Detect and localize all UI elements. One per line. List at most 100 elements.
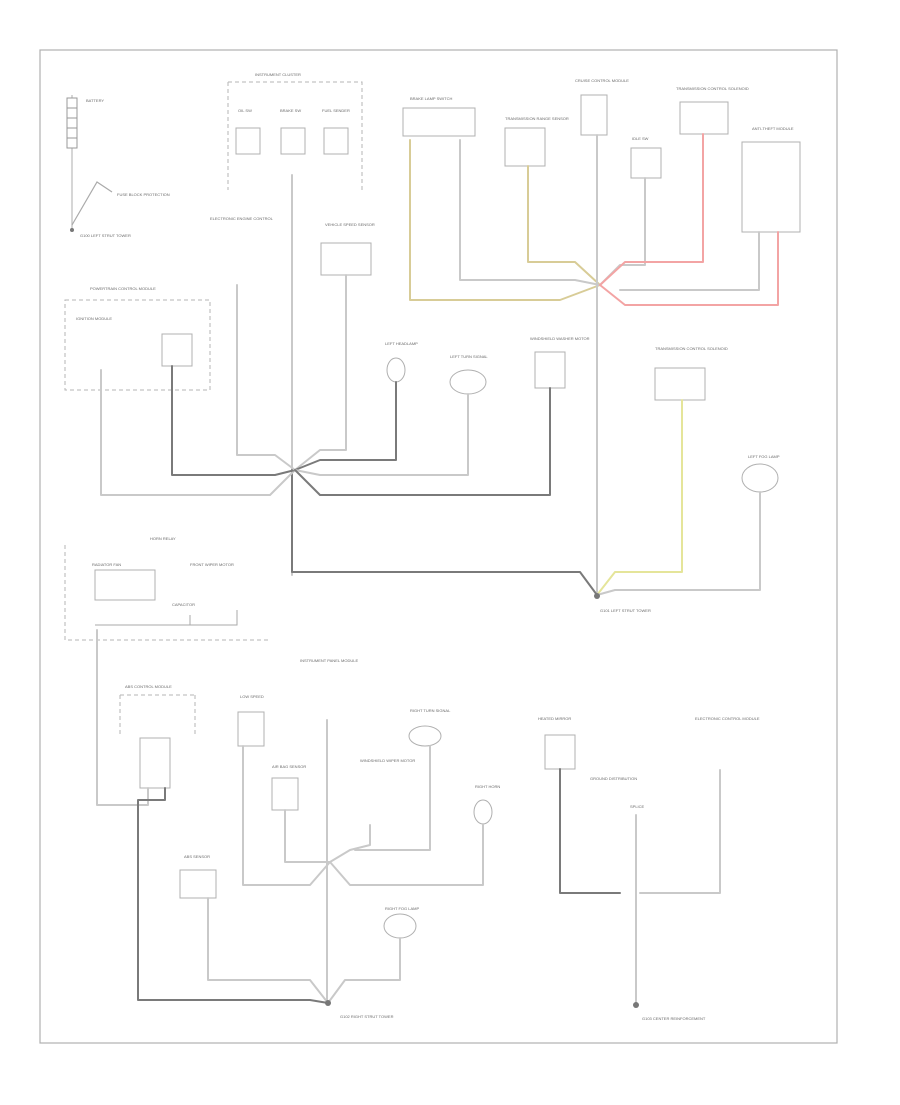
trans-control-label: TRANSMISSION CONTROL SOLENOID — [676, 86, 749, 91]
ground-label-g103: G103 CENTER REINFORCEMENT — [642, 1016, 706, 1021]
wire-yel-1 — [596, 399, 683, 596]
oil-sw-box — [235, 127, 261, 155]
wire-dk-br1 — [559, 768, 621, 894]
horn-relay-outline — [64, 545, 270, 641]
wire-dk-l7 — [294, 387, 551, 496]
cruise-module-label: CRUISE CONTROL MODULE — [575, 78, 629, 83]
ignition-module-label: IGNITION MODULE — [76, 316, 112, 321]
abs-module-outline — [119, 694, 196, 735]
battery-note: FUSE BLOCK PROTECTION — [117, 192, 170, 197]
front-wiper-label: FRONT WIPER MOTOR — [190, 562, 234, 567]
wire-tan-1 — [409, 139, 601, 301]
wire-dk-l2 — [171, 365, 296, 476]
trans-solenoid-box — [654, 367, 706, 401]
instrument-cluster-label: INSTRUMENT CLUSTER — [255, 72, 301, 77]
windshield-washer-box — [534, 351, 566, 389]
top-right-group: BRAKE LAMP SWITCH TRANSMISSION RANGE SEN… — [402, 78, 801, 233]
right-horn-icon — [473, 799, 493, 825]
fuel-sender-box — [323, 127, 349, 155]
left-headlamp-label: LEFT HEADLAMP — [385, 341, 418, 346]
trans-range-label: TRANSMISSION RANGE SENSOR — [505, 116, 569, 121]
left-fog-icon — [741, 463, 779, 493]
powertrain-module-label: POWERTRAIN CONTROL MODULE — [90, 286, 156, 291]
fuel-sender-label: FUEL SENDER — [322, 108, 350, 113]
horn-relay-group: HORN RELAY RADIATOR FAN FRONT WIPER MOTO… — [64, 536, 270, 641]
ground-icon-g102 — [325, 1000, 331, 1006]
instrument-cluster-outline — [227, 81, 363, 190]
low-speed-box — [237, 711, 265, 747]
instrument-cluster-group: INSTRUMENT CLUSTER OIL SW BRAKE SW FUEL … — [227, 72, 363, 190]
brake-sw-label: BRAKE SW — [280, 108, 301, 113]
wire-blk-b4 — [284, 809, 331, 863]
windshield-wiper-label: WINDSHIELD WIPER MOTOR — [360, 758, 415, 763]
instrument-panel-label: INSTRUMENT PANEL MODULE — [300, 658, 358, 663]
ground-icon-g103 — [633, 1002, 639, 1008]
wire-blk-l3 — [236, 284, 296, 471]
wire-blk-b5 — [329, 824, 371, 863]
right-turn-icon — [408, 725, 442, 747]
abs-sensor-box — [179, 869, 217, 899]
battery-strap — [71, 181, 113, 226]
ground-label-g102: G102 RIGHT STRUT TOWER — [340, 1014, 394, 1019]
horn-relay-bus — [95, 610, 238, 626]
wire-blk-b1 — [96, 629, 149, 806]
wire-blk-br2 — [639, 769, 721, 894]
low-speed-label: LOW SPEED — [240, 694, 264, 699]
ground-icon — [70, 228, 74, 232]
wire-dk-l5 — [294, 381, 397, 471]
ground-label-g101: G101 LEFT STRUT TOWER — [600, 608, 651, 613]
powertrain-module-group: POWERTRAIN CONTROL MODULE IGNITION MODUL… — [64, 286, 211, 391]
heated-mirror-label: HEATED MIRROR — [538, 716, 571, 721]
brake-lamp-sw-box — [402, 107, 476, 137]
ground-label-g100: G100 LEFT STRUT TOWER — [80, 233, 131, 238]
ignition-module-box — [161, 333, 193, 367]
vehicle-speed-box — [320, 242, 372, 276]
wire-blk-l4 — [294, 274, 347, 471]
air-bag-sensor-box — [271, 777, 299, 811]
horn-relay-label: HORN RELAY — [150, 536, 176, 541]
left-turn-icon — [449, 369, 487, 395]
electrical-ctrl-label: ELECTRONIC CONTROL MODULE — [695, 716, 760, 721]
wire-blk-b7 — [354, 745, 431, 851]
vehicle-speed-label: VEHICLE SPEED SENSOR — [325, 222, 375, 227]
wire-blk-b3 — [242, 745, 331, 886]
wire-blk-b9 — [327, 937, 401, 1004]
radiator-fan-label: RADIATOR FAN — [92, 562, 121, 567]
wire-dk-b2 — [137, 787, 329, 1004]
heated-mirror-box — [544, 734, 576, 770]
wire-tan-2 — [527, 165, 601, 286]
powertrain-module-outline — [64, 299, 211, 391]
idle-sw-box — [630, 147, 662, 179]
windshield-washer-label: WINDSHIELD WASHER MOTOR — [530, 336, 590, 341]
wire-blk-b8 — [207, 897, 329, 1004]
right-fog-label: RIGHT FOG LAMP — [385, 906, 419, 911]
trans-control-box — [679, 101, 729, 135]
battery-icon — [66, 97, 78, 149]
right-fog-icon — [383, 913, 417, 939]
splice-label: SPLICE — [630, 804, 645, 809]
wire-dk-bottom — [291, 469, 598, 596]
right-horn-label: RIGHT HORN — [475, 784, 500, 789]
battery-label: BATTERY — [86, 98, 104, 103]
diagram-border — [39, 49, 838, 1044]
trans-solenoid-label: TRANSMISSION CONTROL SOLENOID — [655, 346, 728, 351]
left-headlamp-icon — [386, 357, 406, 383]
battery-group: BATTERY FUSE BLOCK PROTECTION G100 LEFT … — [66, 95, 170, 238]
left-turn-label: LEFT TURN SIGNAL — [450, 354, 488, 359]
trans-range-box — [504, 127, 546, 167]
abs-module-label: ABS CONTROL MODULE — [125, 684, 172, 689]
brake-lamp-sw-label: BRAKE LAMP SWITCH — [410, 96, 452, 101]
abs-sensor-label: ABS SENSOR — [184, 854, 210, 859]
idle-sw-label: IDLE SW — [632, 136, 649, 141]
wire-blk-2 — [599, 177, 646, 286]
wire-blk-l1 — [100, 369, 296, 496]
air-bag-sensor-label: AIR BAG SENSOR — [272, 764, 306, 769]
anti-theft-box — [741, 141, 801, 233]
ground-dist-label: GROUND DISTRIBUTION — [590, 776, 637, 781]
brake-sw-box — [280, 127, 306, 155]
wire-blk-b6 — [329, 823, 484, 886]
left-fog-label: LEFT FOG LAMP — [748, 454, 780, 459]
abs-module-box — [139, 737, 171, 789]
